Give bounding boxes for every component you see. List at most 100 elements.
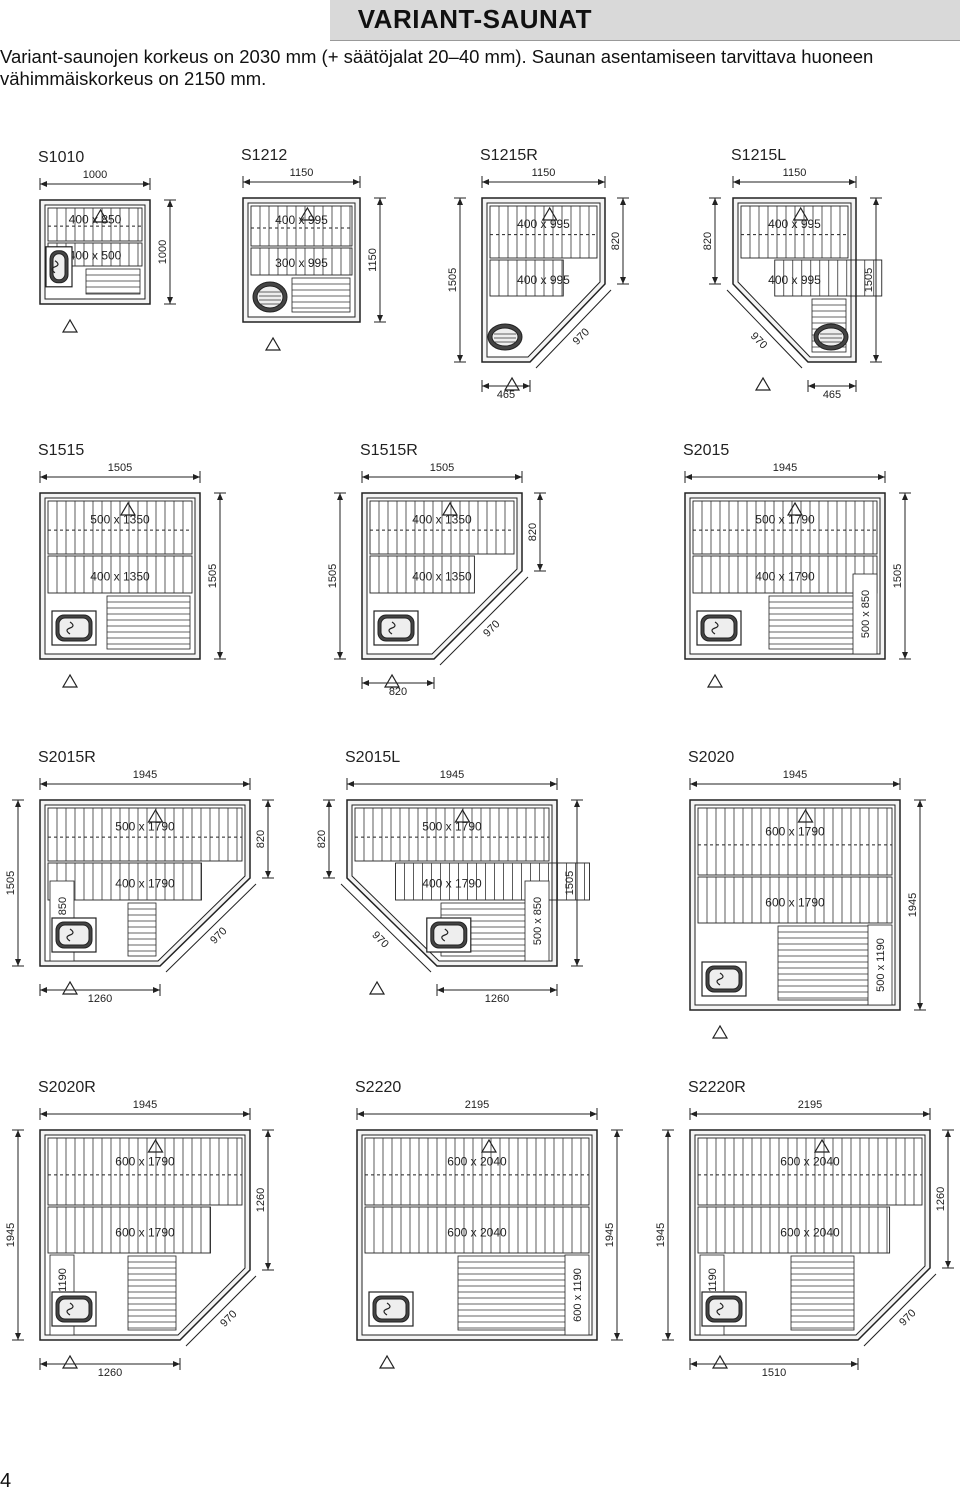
- diagonal-dimension: 970: [481, 618, 502, 639]
- vent-marker: [119, 501, 137, 516]
- diagonal-dimension: 970: [897, 1307, 918, 1328]
- vent-marker: [797, 808, 814, 823]
- vent-marker: [706, 673, 724, 688]
- bench-size-label: 600 x 2040: [447, 1225, 507, 1239]
- vent-marker: [299, 206, 316, 221]
- bottom-dimension: 1260: [485, 993, 509, 1005]
- heater-icon: [373, 610, 419, 646]
- vent-marker: [92, 208, 109, 223]
- depth-dimension: 1945: [604, 1223, 616, 1247]
- bench-size-label: 400 x 1350: [412, 569, 472, 583]
- sauna-inner-wall: [351, 804, 553, 962]
- bottom-dimension: 1260: [98, 1367, 122, 1379]
- page-number: 4: [0, 1470, 12, 1492]
- intro-line-1: Variant-saunojen korkeus on 2030 mm (+ s…: [0, 46, 874, 67]
- bench-size-label: 400 x 995: [517, 217, 570, 231]
- sauna-name: S2015: [683, 442, 729, 459]
- sauna-name: S1215R: [480, 147, 538, 164]
- diagonal-dimension: 970: [208, 925, 229, 946]
- bench-area: [47, 1137, 243, 1331]
- sauna-inner-wall: [694, 804, 896, 1006]
- bench-size-label: 500 x 850: [860, 590, 872, 638]
- bench-size-label: 400 x 1790: [115, 876, 175, 890]
- bench-size-label: 400 x 1790: [422, 876, 482, 890]
- width-dimension: 1000: [83, 169, 107, 181]
- width-dimension: 2195: [798, 1099, 822, 1111]
- bench-area: [489, 205, 598, 297]
- depth-dimension: 1945: [5, 1223, 17, 1247]
- heater-icon: [696, 610, 742, 646]
- side-dimension: 820: [255, 830, 267, 848]
- heater-icon: [368, 1291, 414, 1327]
- depth-dimension: 1505: [863, 268, 875, 292]
- page-title: VARIANT-SAUNAT: [357, 4, 592, 34]
- vent-marker: [813, 1138, 831, 1153]
- heater-icon: [701, 1291, 747, 1327]
- vent-marker: [711, 1354, 729, 1369]
- vent-marker: [441, 501, 459, 516]
- bench-size-label: 300 x 995: [275, 256, 328, 270]
- width-dimension: 1945: [783, 769, 807, 781]
- bench-size-label: 500 x 1790: [755, 513, 815, 527]
- depth-dimension: 1505: [564, 871, 576, 895]
- intro-line-2: vähimmäiskorkeus on 2150 mm.: [0, 68, 267, 89]
- vent-marker: [264, 336, 282, 351]
- bench-size-label: 400 x 995: [768, 273, 821, 287]
- side-dimension: 820: [610, 232, 622, 250]
- sauna-inner-wall: [486, 202, 601, 358]
- depth-dimension: 1945: [655, 1223, 667, 1247]
- bench-size-label: 500 x 1350: [90, 513, 150, 527]
- vent-marker: [61, 980, 79, 995]
- width-dimension: 1505: [108, 462, 132, 474]
- bench-size-label: 400 x 1350: [90, 569, 150, 583]
- bench-size-label: 400 x 1790: [755, 569, 815, 583]
- sauna-name: S1212: [241, 147, 287, 164]
- sauna-name: S1215L: [731, 147, 786, 164]
- depth-dimension: 1945: [907, 893, 919, 917]
- vent-marker: [754, 376, 772, 391]
- diagonal-dimension-line: [165, 883, 257, 973]
- bottom-dimension: 820: [389, 686, 407, 698]
- vent-marker: [378, 1354, 396, 1369]
- sauna-name: S2020: [688, 749, 734, 766]
- width-dimension: 1945: [440, 769, 464, 781]
- width-dimension: 1150: [290, 167, 314, 179]
- vent-marker: [711, 1024, 729, 1039]
- heater-icon: [45, 246, 73, 288]
- width-dimension: 1945: [773, 462, 797, 474]
- diagonal-dimension-line: [439, 576, 529, 666]
- bench-size-label: 500 x 1790: [422, 820, 482, 834]
- heater-icon: [426, 917, 472, 953]
- bench-size-label: 400 x 1350: [412, 513, 472, 527]
- bottom-dimension: 465: [497, 389, 515, 401]
- sauna-inner-wall: [44, 1134, 246, 1336]
- vent-marker: [147, 1138, 164, 1153]
- bench-size-label: 600 x 2040: [780, 1225, 840, 1239]
- bench-size-label: 400 x 995: [768, 217, 821, 231]
- diagonal-dimension: 970: [369, 929, 390, 950]
- vent-marker: [147, 808, 164, 823]
- diagonal-dimension-line: [863, 1273, 937, 1347]
- bottom-dimension: 1260: [88, 993, 112, 1005]
- bench-size-label: 600 x 2040: [447, 1154, 507, 1168]
- bottom-dimension: 465: [823, 389, 841, 401]
- diagonal-dimension-line: [340, 883, 432, 973]
- heater-icon: [51, 917, 97, 953]
- sauna-inner-wall: [361, 1134, 593, 1336]
- bench-size-label: 600 x 1790: [765, 895, 825, 909]
- bench-size-label: 600 x 2040: [780, 1154, 840, 1168]
- bench-area: [250, 205, 353, 313]
- depth-dimension: 1505: [207, 564, 219, 588]
- sauna-name: S1515R: [360, 442, 418, 459]
- bench-size-label: 600 x 1190: [572, 1268, 584, 1322]
- vent-marker: [61, 673, 79, 688]
- depth-dimension: 1505: [892, 564, 904, 588]
- vent-marker: [503, 376, 521, 391]
